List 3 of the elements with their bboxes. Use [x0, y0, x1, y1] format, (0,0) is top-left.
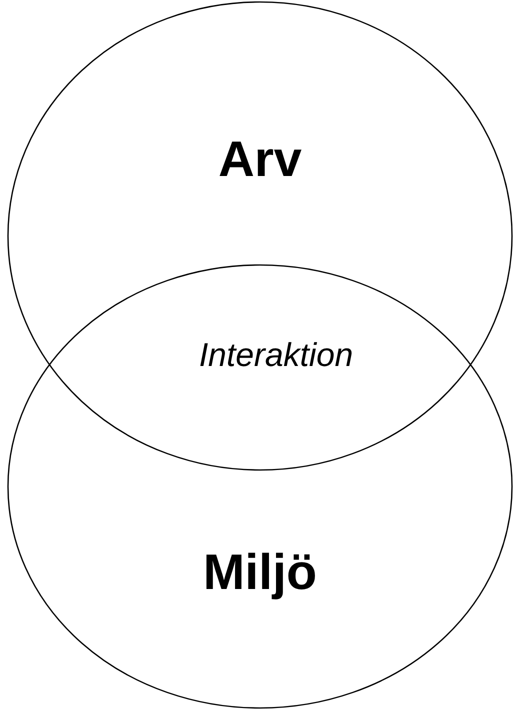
set-label: Arv: [218, 134, 302, 184]
set-label: Miljö: [203, 547, 317, 597]
overlap-label: Interaktion: [198, 338, 354, 371]
